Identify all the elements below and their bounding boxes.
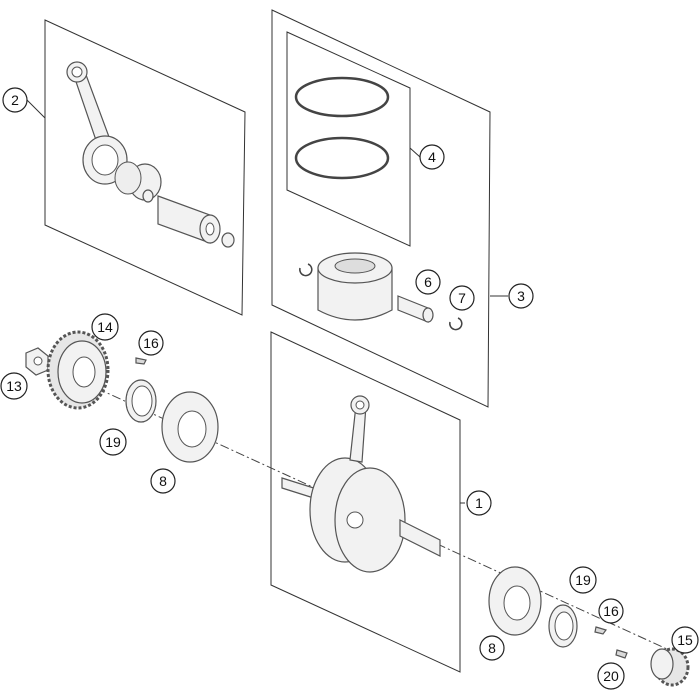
callout-19[interactable]: 19 <box>99 428 127 456</box>
callout-19-right[interactable]: 19 <box>569 566 597 594</box>
circlip-right <box>449 317 463 331</box>
callout-16[interactable]: 16 <box>138 330 164 356</box>
callout-8[interactable]: 8 <box>150 468 176 494</box>
shaft-seal-right <box>548 604 578 648</box>
bearing-bushing <box>114 161 162 201</box>
shaft-seal <box>125 379 157 423</box>
callout-6[interactable]: 6 <box>415 269 441 295</box>
callout-3[interactable]: 3 <box>508 283 534 309</box>
svg-text:2: 2 <box>11 92 19 108</box>
svg-text:19: 19 <box>575 572 591 588</box>
crankshaft <box>281 395 441 573</box>
callout-13[interactable]: 13 <box>0 372 28 400</box>
svg-text:1: 1 <box>475 495 483 511</box>
svg-text:16: 16 <box>143 335 159 351</box>
svg-text:8: 8 <box>159 473 167 489</box>
frame-piston-kit <box>271 9 491 408</box>
connecting-rod <box>66 61 128 185</box>
callout-8-right[interactable]: 8 <box>479 635 505 661</box>
callout-20[interactable]: 20 <box>597 662 625 690</box>
frame-piston-rings <box>286 31 411 247</box>
svg-text:3: 3 <box>517 288 525 304</box>
assembly-axis <box>34 359 681 656</box>
svg-text:13: 13 <box>6 378 22 394</box>
svg-text:19: 19 <box>105 434 121 450</box>
piston-pin <box>397 295 434 323</box>
svg-text:16: 16 <box>603 603 619 619</box>
gear <box>46 330 110 410</box>
woodruff-key-right <box>594 626 607 635</box>
leader-lines <box>26 99 508 504</box>
piston-pin-kit <box>157 195 221 244</box>
callout-1[interactable]: 1 <box>466 490 492 516</box>
frame-connecting-rod-kit <box>44 19 246 316</box>
svg-text:15: 15 <box>677 632 693 648</box>
svg-text:6: 6 <box>424 274 432 290</box>
callout-14[interactable]: 14 <box>91 313 119 341</box>
nut <box>25 347 49 376</box>
circlip-left <box>299 263 313 277</box>
sprocket <box>650 647 690 687</box>
piston-ring-top <box>294 76 390 118</box>
ball-bearing <box>161 391 219 463</box>
svg-text:4: 4 <box>428 149 436 165</box>
needle-cage <box>142 189 154 203</box>
callout-4[interactable]: 4 <box>419 144 445 170</box>
callout-2[interactable]: 2 <box>2 87 28 113</box>
piston <box>317 252 393 321</box>
ball-bearing-right <box>488 566 542 636</box>
frame-crankshaft <box>270 331 461 673</box>
callout-16-right[interactable]: 16 <box>598 598 624 624</box>
svg-text:14: 14 <box>97 319 113 335</box>
callout-15[interactable]: 15 <box>671 626 699 654</box>
key-20 <box>615 649 628 659</box>
svg-text:7: 7 <box>458 290 466 306</box>
needle-bearing <box>221 232 235 248</box>
woodruff-key <box>135 357 147 365</box>
svg-text:20: 20 <box>603 668 619 684</box>
svg-text:8: 8 <box>488 640 496 656</box>
piston-ring-bottom <box>294 136 390 180</box>
callout-7[interactable]: 7 <box>449 285 475 311</box>
